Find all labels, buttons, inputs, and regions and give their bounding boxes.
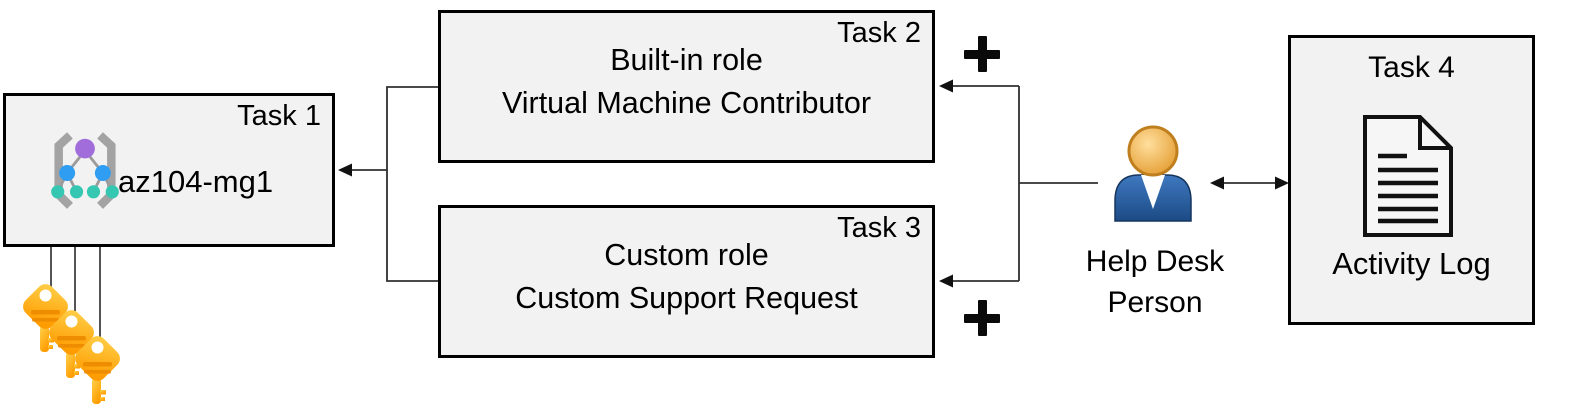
task3-role-type: Custom role — [604, 238, 769, 272]
key-icon — [23, 284, 68, 352]
task4-caption: Activity Log — [1332, 246, 1491, 281]
task2-role-name: Virtual Machine Contributor — [501, 86, 871, 120]
left-elbow-connector — [386, 86, 438, 282]
task1-badge: Task 1 — [237, 100, 321, 132]
task3-box: Task 3 Custom role Custom Support Reques… — [438, 205, 935, 358]
plus-icon — [964, 36, 1000, 72]
person-label-line2: Person — [1107, 286, 1203, 319]
task4-box: Task 4 Activity Log — [1288, 35, 1535, 325]
management-group-name: az104-mg1 — [118, 164, 274, 199]
task3-role-name: Custom Support Request — [515, 281, 858, 315]
task1-box: Task 1 az104-mg1 — [3, 93, 335, 247]
task4-badge: Task 4 — [1368, 51, 1455, 84]
task2-box: Task 2 Built-in role Virtual Machine Con… — [438, 10, 935, 163]
management-group-icon — [51, 132, 119, 209]
document-icon — [1363, 115, 1453, 237]
key-icon — [49, 310, 94, 378]
person-icon — [1114, 125, 1192, 222]
task2-role-type: Built-in role — [610, 43, 763, 77]
task3-badge: Task 3 — [837, 212, 921, 244]
key-icon — [75, 336, 120, 404]
task2-badge: Task 2 — [837, 17, 921, 49]
task3-role-text: Custom role Custom Support Request — [441, 234, 932, 320]
plus-icon — [964, 300, 1000, 336]
task2-role-text: Built-in role Virtual Machine Contributo… — [441, 39, 932, 125]
person-label-line1: Help Desk — [1085, 245, 1225, 278]
person-label: Help Desk Person — [1060, 241, 1250, 323]
